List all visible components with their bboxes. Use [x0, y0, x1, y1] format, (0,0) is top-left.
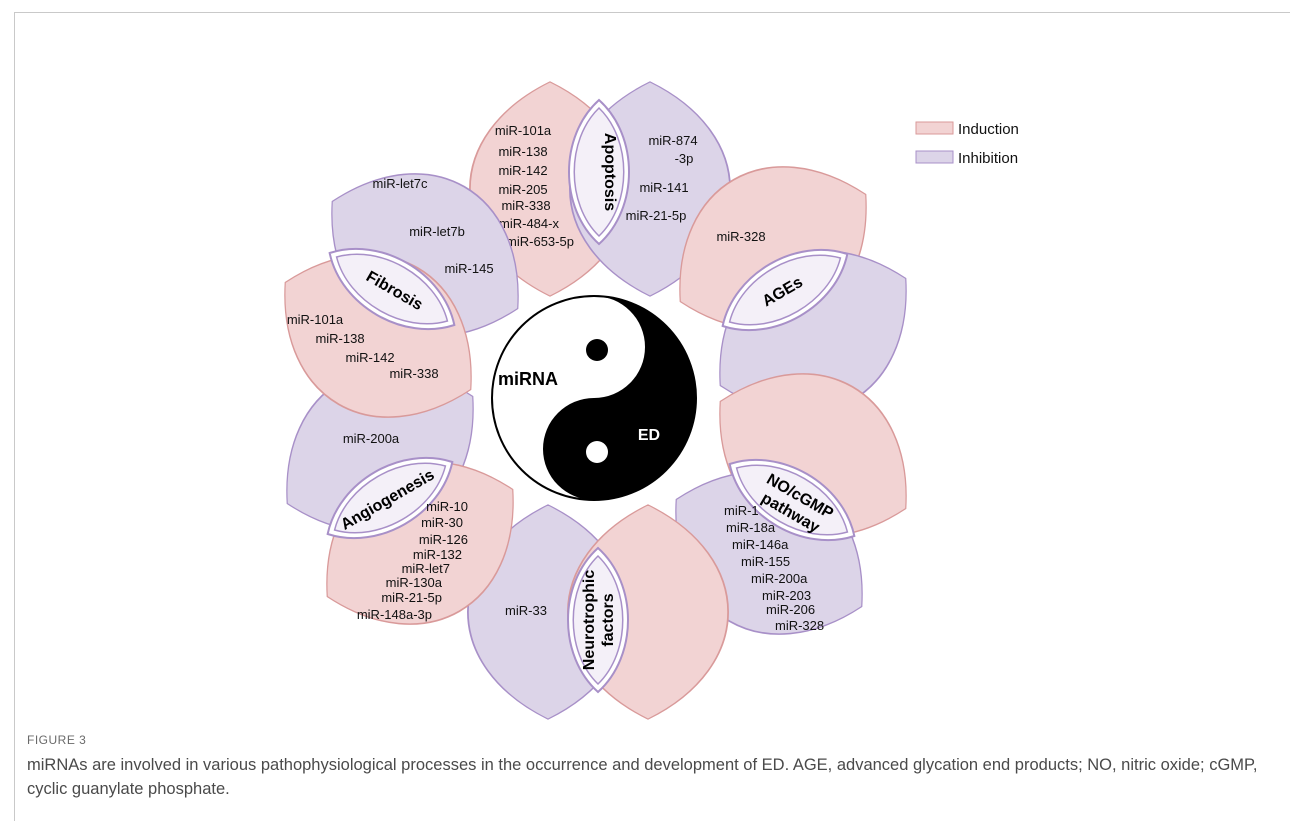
badge-ages: AGEs: [706, 227, 864, 353]
angiogenesis-induction-list: miR-10 miR-30 miR-126 miR-132 miR-let7 m…: [357, 499, 468, 622]
mirna-ed-diagram: Apoptosis miR-101a miR-138 miR-142 miR-2…: [245, 81, 1019, 720]
apoptosis-induction-list: miR-101a miR-138 miR-142 miR-205 miR-338…: [495, 123, 574, 249]
mirna-label: miR-138: [315, 331, 364, 346]
mirna-label: miR-142: [345, 350, 394, 365]
category-label-neurotrophic-line2: factors: [600, 593, 617, 646]
mirna-label: miR-155: [741, 554, 790, 569]
mirna-label: miR-18a: [726, 520, 776, 535]
nocgmp-inhibition-list: miR-1 miR-18a miR-146a miR-155 miR-200a …: [724, 503, 824, 633]
mirna-label: miR-141: [639, 180, 688, 195]
legend-swatch-inhibition: [915, 150, 954, 164]
mirna-label: miR-203: [762, 588, 811, 603]
mirna-label: miR-33: [505, 603, 547, 618]
mirna-label: miR-138: [498, 144, 547, 159]
mirna-label: miR-let7: [402, 561, 450, 576]
yin-yang-symbol: miRNA ED: [491, 295, 697, 501]
mirna-label: miR-let7c: [373, 176, 428, 191]
mirna-label: miR-200a: [343, 431, 400, 446]
mirna-label: miR-328: [716, 229, 765, 244]
center-label-ed: ED: [638, 427, 660, 444]
mirna-label: miR-484-x: [499, 216, 559, 231]
mirna-label: miR-338: [389, 366, 438, 381]
fibrosis-inhibition-list: miR-let7c miR-let7b miR-145: [373, 176, 494, 276]
mirna-label: miR-148a-3p: [357, 607, 432, 622]
category-label-neurotrophic-line1: Neurotrophic: [581, 570, 598, 671]
mirna-label: miR-328: [775, 618, 824, 633]
mirna-label: miR-126: [419, 532, 468, 547]
figure-frame: [14, 12, 1290, 821]
mirna-label: miR-145: [444, 261, 493, 276]
badge-neurotrophic: Neurotrophic factors: [567, 547, 629, 693]
yin-dot: [586, 339, 608, 361]
legend: Induction Inhibition: [915, 121, 1019, 167]
figure-label: FIGURE 3: [27, 733, 87, 747]
mirna-label: miR-653-5p: [506, 234, 574, 249]
figure-caption: FIGURE 3 miRNAs are involved in various …: [27, 733, 1267, 801]
mirna-label: miR-let7b: [409, 224, 465, 239]
caption-text: miRNAs are involved in various pathophys…: [27, 756, 1258, 798]
angiogenesis-inhibition-list: miR-200a: [343, 431, 400, 446]
mirna-label: miR-338: [501, 198, 550, 213]
fibrosis-induction-list: miR-101a miR-138 miR-142 miR-338: [287, 312, 439, 381]
category-label-apoptosis: Apoptosis: [601, 133, 618, 211]
badge-fibrosis: Fibrosis: [313, 226, 471, 352]
badge-apoptosis: Apoptosis: [568, 99, 630, 245]
mirna-label: miR-21-5p: [381, 590, 442, 605]
mirna-label: miR-101a: [287, 312, 344, 327]
mirna-label: miR-130a: [386, 575, 443, 590]
neurotrophic-inhibition-list: miR-33: [505, 603, 547, 618]
mirna-label: miR-146a: [732, 537, 789, 552]
mirna-label: miR-30: [421, 515, 463, 530]
mirna-label: miR-1: [724, 503, 759, 518]
legend-label-induction: Induction: [958, 121, 1019, 138]
mirna-label: miR-200a: [751, 571, 808, 586]
mirna-label: miR-101a: [495, 123, 552, 138]
yang-dot: [586, 441, 608, 463]
center-label-mirna: miRNA: [498, 369, 558, 389]
ages-induction-list: miR-328: [716, 229, 765, 244]
mirna-label: miR-21-5p: [626, 208, 687, 223]
badge-nocgmp: NO/cGMP pathway: [713, 437, 871, 563]
mirna-label: miR-206: [766, 602, 815, 617]
mirna-label: miR-142: [498, 163, 547, 178]
legend-swatch-induction: [915, 121, 954, 135]
mirna-label: miR-205: [498, 182, 547, 197]
legend-label-inhibition: Inhibition: [958, 150, 1018, 167]
mirna-label: miR-874: [648, 133, 697, 148]
apoptosis-inhibition-list: miR-874 -3p miR-141 miR-21-5p: [626, 133, 698, 223]
mirna-label: miR-132: [413, 547, 462, 562]
mirna-label: -3p: [675, 151, 694, 166]
mirna-label: miR-10: [426, 499, 468, 514]
